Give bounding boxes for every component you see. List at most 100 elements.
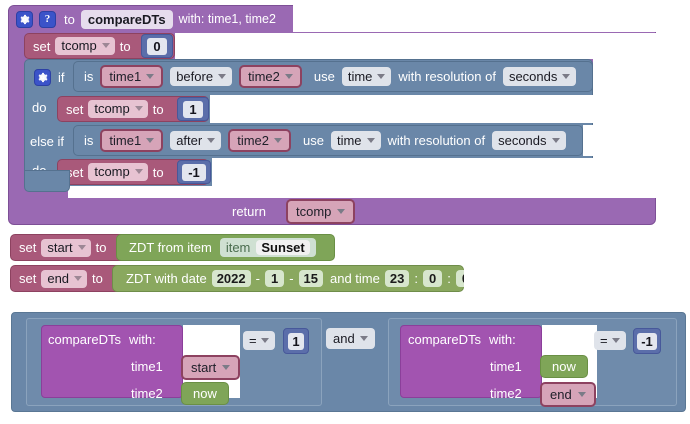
now-block-label: now (552, 359, 576, 374)
to-label: to (95, 240, 107, 255)
time-colon-2: : (447, 271, 451, 286)
item-sub-block[interactable]: item Sunset (219, 238, 316, 257)
do-label-1: do (32, 100, 46, 115)
variable-name: end (550, 387, 572, 402)
and-value: and (333, 331, 355, 346)
to-label: to (152, 164, 164, 180)
variable-dropdown-tcomp[interactable]: tcomp (88, 163, 148, 181)
else-if-condition-block[interactable]: is time1 after time2 use time with resol… (73, 125, 583, 156)
left-call-label-row: compareDTs with: (48, 330, 178, 348)
variable-name: start (47, 239, 73, 255)
resolution-dropdown[interactable]: seconds (492, 131, 566, 150)
left-param-time1-label: time1 (131, 359, 163, 374)
canvas-gap (293, 5, 690, 32)
zdt-from-item-block[interactable]: ZDT from item item Sunset (116, 234, 335, 261)
number-block-minus1[interactable]: -1 (177, 160, 211, 184)
set-start-block[interactable]: set start to (10, 234, 128, 261)
number-value[interactable]: 1 (288, 332, 304, 350)
if-block-bottom (24, 170, 70, 192)
now-block-label: now (193, 386, 217, 401)
variable-block-time1[interactable]: time1 (100, 129, 164, 152)
year-field[interactable]: 2022 (211, 270, 251, 287)
unit-dropdown[interactable]: time (330, 131, 381, 150)
and-time-label: and time (330, 271, 380, 286)
variable-name: tcomp (94, 101, 130, 116)
with-label: with: (128, 331, 156, 347)
set-label: set (66, 164, 84, 180)
minute-field[interactable]: 0 (422, 270, 443, 287)
canvas-gap (464, 263, 690, 294)
param-name: time1 (490, 359, 522, 374)
param-name: time2 (490, 386, 522, 401)
day-field[interactable]: 15 (298, 270, 323, 287)
month-field[interactable]: 1 (264, 270, 285, 287)
procedure-name-field[interactable]: compareDTs (80, 9, 173, 29)
right-param-time1-value[interactable]: now (540, 355, 588, 378)
resolution-label: with resolution of (398, 69, 496, 84)
to-label: to (119, 38, 131, 54)
left-call-compareDTs-block[interactable] (41, 325, 183, 398)
zdt-with-date-block[interactable]: ZDT with date 2022 - 1 - 15 and time 23 … (112, 265, 476, 292)
right-param-time2-value[interactable]: end (540, 382, 596, 407)
right-comparator-dropdown[interactable]: = (594, 331, 626, 350)
number-value[interactable]: 1 (183, 100, 203, 118)
comparison-operator-dropdown[interactable]: after (170, 131, 222, 150)
set-end-block[interactable]: set end to (10, 265, 122, 292)
variable-dropdown-tcomp[interactable]: tcomp (88, 100, 148, 118)
comparator-value: = (600, 333, 608, 348)
left-comparator-dropdown[interactable]: = (243, 331, 275, 350)
right-call-label-row: compareDTs with: (408, 330, 540, 348)
procedure-header[interactable]: ? to compareDTs with: time1, time2 (9, 6, 293, 32)
set-tcomp-init-block[interactable]: set tcomp to (24, 33, 175, 59)
if-row[interactable]: if (30, 62, 590, 92)
return-row: return (232, 199, 266, 223)
item-value-field[interactable]: Sunset (256, 240, 310, 255)
resolution-dropdown[interactable]: seconds (502, 67, 577, 86)
variable-name: end (47, 270, 70, 286)
left-compare-number-block[interactable]: 1 (283, 328, 309, 354)
right-call-compareDTs-block[interactable] (400, 325, 542, 398)
if-label: if (58, 69, 65, 85)
comparison-operator-dropdown[interactable]: before (170, 67, 233, 86)
left-param-time1-value[interactable]: start (181, 355, 241, 380)
left-param-time2-value[interactable]: now (181, 382, 229, 405)
number-value[interactable]: -1 (637, 332, 657, 350)
do-text: do (32, 100, 47, 115)
to-label: to (152, 101, 164, 117)
number-value[interactable]: -1 (182, 163, 206, 181)
resolution-value: seconds (508, 69, 558, 84)
right-param-time2-label: time2 (490, 386, 522, 401)
if-condition-block[interactable]: is time1 before time2 use time with reso… (73, 61, 593, 92)
number-block-1[interactable]: 1 (177, 97, 209, 121)
zdt-with-date-label: ZDT with date (126, 271, 207, 286)
procedure-to-label: to (64, 11, 75, 27)
variable-block-time2[interactable]: time2 (239, 65, 302, 88)
unit-dropdown[interactable]: time (341, 67, 392, 86)
number-value[interactable]: 0 (147, 37, 167, 55)
variable-dropdown-end[interactable]: end (41, 269, 88, 288)
variable-block-time2[interactable]: time2 (228, 129, 291, 152)
variable-dropdown-start[interactable]: start (41, 238, 91, 257)
use-label: use (303, 133, 324, 148)
hour-field[interactable]: 23 (384, 270, 410, 287)
else-if-label: else if (30, 134, 64, 149)
help-icon[interactable]: ? (39, 10, 56, 28)
right-compare-number-block[interactable]: -1 (633, 328, 661, 354)
return-variable-block[interactable]: tcomp (286, 199, 356, 224)
variable-dropdown-tcomp[interactable]: tcomp (55, 37, 115, 55)
resolution-label: with resolution of (387, 133, 486, 148)
zdt-from-item-label: ZDT from item (129, 240, 212, 255)
canvas-gap (210, 95, 593, 123)
resolution-value: seconds (498, 133, 547, 148)
and-operator-dropdown[interactable]: and (326, 328, 375, 349)
variable-name: tcomp (296, 204, 332, 219)
operator-value: before (176, 69, 214, 84)
canvas-gap (583, 125, 690, 156)
right-param-time1-label: time1 (490, 359, 522, 374)
call-name: compareDTs (408, 331, 481, 347)
gear-icon[interactable] (16, 10, 33, 28)
number-block-0[interactable]: 0 (141, 34, 173, 58)
gear-icon[interactable] (34, 68, 51, 86)
set-label: set (19, 271, 37, 286)
variable-block-time1[interactable]: time1 (100, 65, 164, 88)
